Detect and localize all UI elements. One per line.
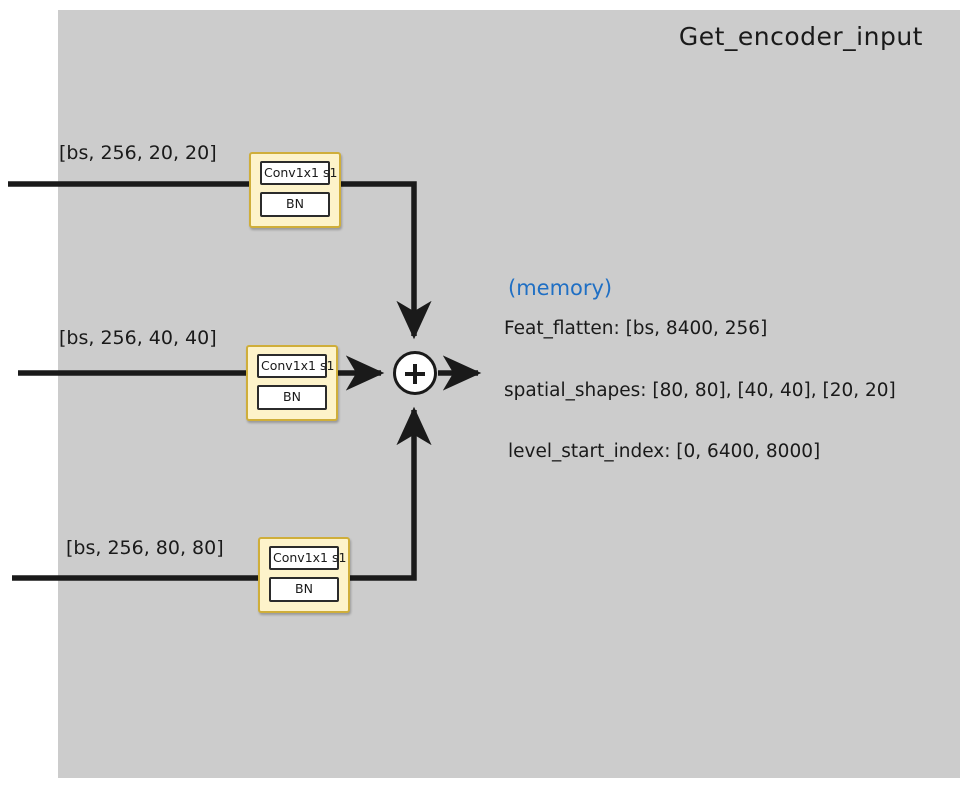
- output-line-level-start-index: level_start_index: [0, 6400, 8000]: [508, 441, 821, 462]
- conv-layer-label-p3: Conv1x1 s1: [269, 546, 346, 571]
- input-shape-label-p4: [bs, 256, 40, 40]: [59, 327, 217, 349]
- input-shape-label-p3: [bs, 256, 80, 80]: [66, 537, 224, 559]
- conv-block-p4[interactable]: Conv1x1 s1 BN: [246, 345, 338, 421]
- output-line-spatial-shapes: spatial_shapes: [80, 80], [40, 40], [20,…: [504, 380, 896, 401]
- merge-add-node[interactable]: [393, 351, 437, 395]
- page-title: Get_encoder_input: [678, 22, 923, 51]
- conv-block-p3[interactable]: Conv1x1 s1 BN: [258, 537, 350, 613]
- bn-layer-label-p5: BN: [260, 192, 330, 217]
- conv-layer-label-p5: Conv1x1 s1: [260, 161, 337, 186]
- diagram-background-panel: [58, 10, 960, 778]
- input-shape-label-p5: [bs, 256, 20, 20]: [59, 142, 217, 164]
- memory-tag-label: (memory): [508, 276, 613, 300]
- conv-block-p5[interactable]: Conv1x1 s1 BN: [249, 152, 341, 228]
- output-line-feat-flatten: Feat_flatten: [bs, 8400, 256]: [504, 318, 768, 339]
- bn-layer-label-p3: BN: [269, 577, 339, 602]
- bn-layer-label-p4: BN: [257, 385, 327, 410]
- conv-layer-label-p4: Conv1x1 s1: [257, 354, 334, 379]
